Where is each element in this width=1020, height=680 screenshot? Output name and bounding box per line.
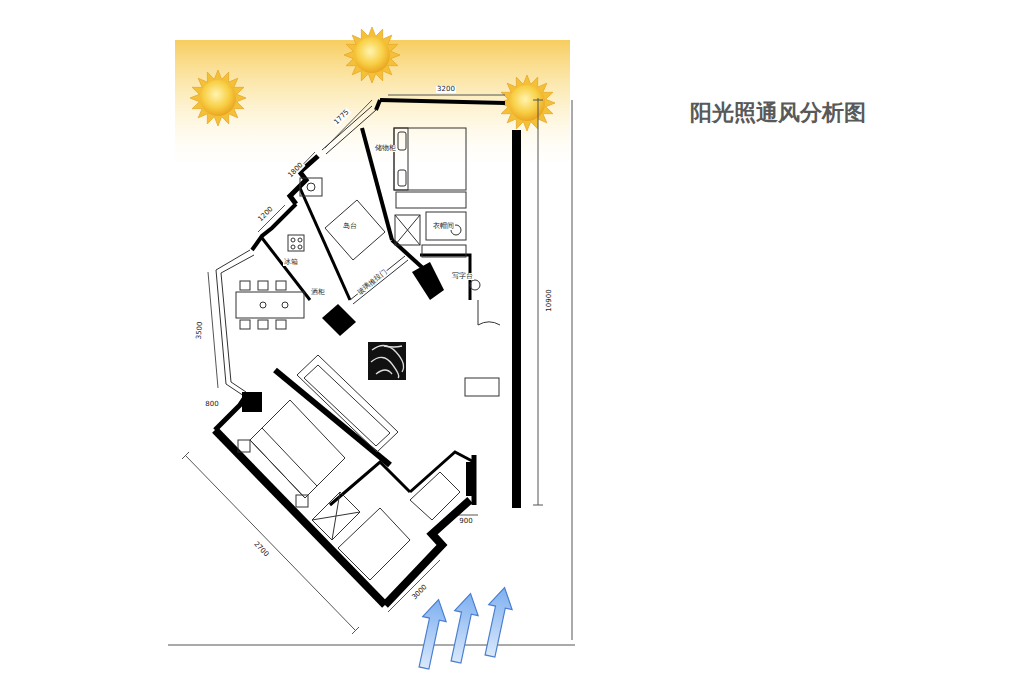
room-label: 写字台 (451, 273, 474, 280)
dimension: 2700 (252, 539, 271, 558)
door-swing (478, 300, 500, 325)
dimension: 10900 (546, 288, 553, 312)
sun-icon (190, 70, 246, 126)
room-label: 玻璃推拉门 (355, 268, 388, 297)
room-label: 冰箱 (283, 259, 299, 266)
column (242, 392, 262, 412)
dimension: 3500 (196, 320, 205, 340)
room-label: 储物柜 (374, 145, 397, 152)
column (412, 262, 444, 300)
dimension: 1200 (257, 205, 276, 224)
title: 阳光照通风分析图 (690, 102, 866, 124)
sliding-door (350, 256, 408, 304)
room-label: 岛台 (342, 223, 358, 230)
dimension: 900 (458, 518, 473, 525)
dimension: 3000 (411, 583, 430, 602)
dimension: 3200 (436, 86, 456, 93)
walls (215, 100, 505, 605)
furniture (236, 128, 499, 580)
sun-icon (344, 27, 400, 83)
rug (368, 342, 406, 380)
sun-icons (190, 27, 555, 131)
windows (216, 106, 376, 396)
sun-icon (499, 75, 555, 131)
column (466, 462, 476, 496)
reference-lines (168, 95, 575, 645)
room-label: 酒柜 (310, 289, 326, 296)
room-label: 衣帽间 (432, 223, 455, 230)
rug-pattern (371, 345, 404, 378)
wall (512, 130, 521, 508)
dimension: 800 (204, 401, 219, 408)
wind-arrows (412, 585, 516, 670)
column (322, 304, 356, 336)
